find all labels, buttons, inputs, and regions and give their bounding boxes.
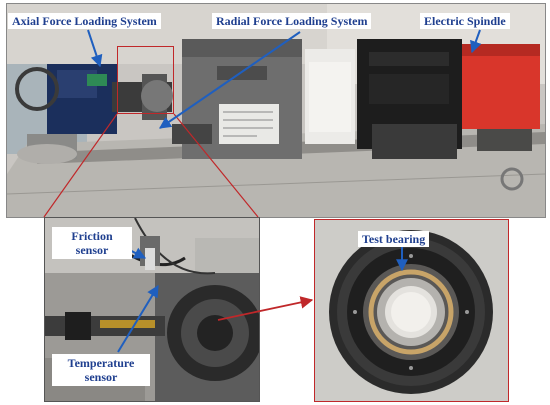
label-test-bearing: Test bearing [358, 231, 430, 247]
bearing-closeup-photo [314, 219, 509, 402]
label-electric-spindle: Electric Spindle [420, 13, 510, 29]
test-rig-illustration [7, 4, 545, 217]
label-temperature-sensor: Temperature sensor [52, 354, 150, 386]
label-axial-force-loading-system: Axial Force Loading System [8, 13, 161, 29]
test-rig-photo [6, 3, 546, 218]
label-friction-sensor: Friction sensor [52, 227, 132, 259]
label-radial-force-loading-system: Radial Force Loading System [212, 13, 372, 29]
bearing-illustration [315, 220, 508, 401]
callout-frame-top [117, 46, 174, 114]
